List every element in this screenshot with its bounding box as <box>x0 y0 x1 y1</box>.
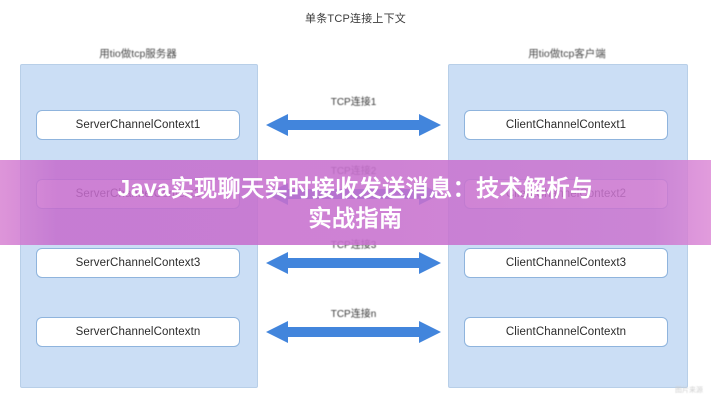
tcp-connection-arrow-n <box>266 320 441 344</box>
arrow-label-n: TCP连接n <box>330 309 377 320</box>
tcp-connection-arrow-3 <box>266 251 441 275</box>
client-context-box-n[interactable]: ClientChannelContextn <box>464 317 668 347</box>
arrow-label-1: TCP连接1 <box>330 97 377 108</box>
double-arrow-icon <box>266 114 441 136</box>
double-arrow-icon <box>266 321 441 343</box>
client-context-box-3[interactable]: ClientChannelContext3 <box>464 248 668 278</box>
headline-text: Java实现聊天实时接收发送消息：技术解析与 实战指南 <box>0 160 711 245</box>
server-panel-title: 用tio做tcp服务器 <box>99 48 177 60</box>
headline-banner <box>0 160 711 245</box>
server-context-box-3[interactable]: ServerChannelContext3 <box>36 248 240 278</box>
client-panel-title: 用tio做tcp客户端 <box>528 48 606 60</box>
server-context-box-n[interactable]: ServerChannelContextn <box>36 317 240 347</box>
tcp-connection-arrow-1 <box>266 113 441 137</box>
double-arrow-icon <box>266 252 441 274</box>
client-context-box-1[interactable]: ClientChannelContext1 <box>464 110 668 140</box>
server-context-box-1[interactable]: ServerChannelContext1 <box>36 110 240 140</box>
arrow-label-3: TCP连接3 <box>330 240 377 251</box>
watermark: 图片来源 <box>675 387 703 394</box>
diagram-title: 单条TCP连接上下文 <box>305 13 406 25</box>
headline-line-1: Java实现聊天实时接收发送消息：技术解析与 <box>117 174 594 201</box>
headline-line-2: 实战指南 <box>308 204 403 231</box>
